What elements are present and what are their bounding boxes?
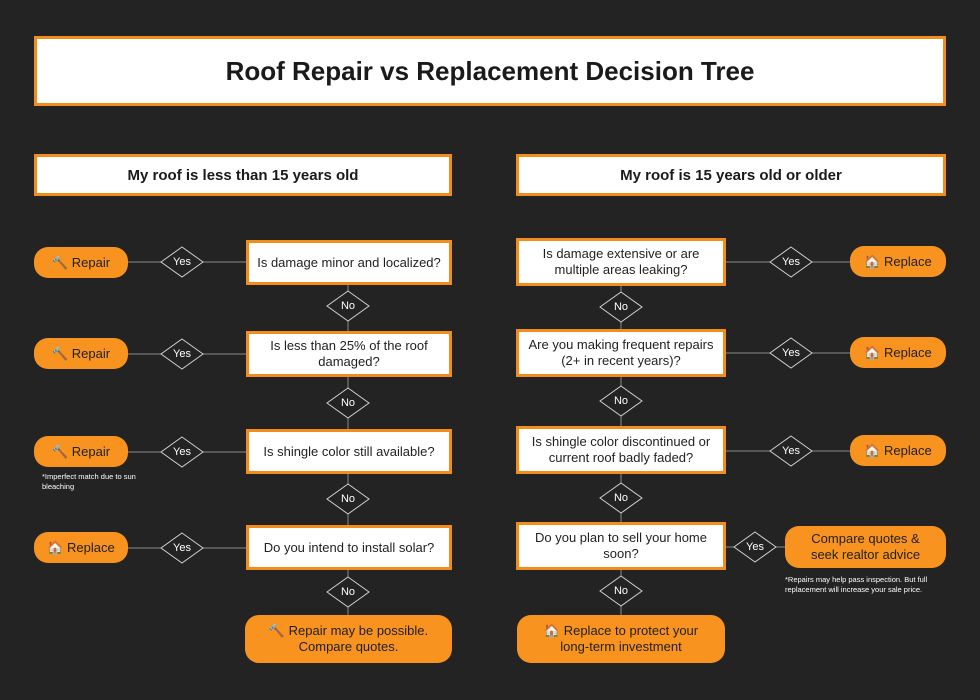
right-outcome-3: 🏠 Replace <box>850 435 946 466</box>
hammer-icon: 🔨 <box>51 443 69 459</box>
hammer-icon: 🔨 <box>51 345 69 361</box>
page-title: Roof Repair vs Replacement Decision Tree <box>34 36 946 106</box>
hammer-icon: 🔨 <box>268 623 286 638</box>
left-final-outcome: 🔨 Repair may be possible. Compare quotes… <box>245 615 452 663</box>
left-question-1: Is damage minor and localized? <box>246 240 452 285</box>
left-no-diamond-4 <box>326 576 370 608</box>
outcome-label: Replace <box>884 442 932 458</box>
left-column-header: My roof is less than 15 years old <box>34 154 452 196</box>
right-outcome-1: 🏠 Replace <box>850 246 946 277</box>
outcome-label: Repair <box>71 443 111 459</box>
left-yes-diamond-1 <box>160 246 204 278</box>
right-question-4: Do you plan to sell your home soon? <box>516 522 726 570</box>
house-icon: 🏠 <box>543 623 561 638</box>
left-yes-diamond-3-label: Yes <box>173 446 191 458</box>
outcome-label: Repair <box>71 345 111 361</box>
house-icon: 🏠 <box>47 539 64 555</box>
left-question-3: Is shingle color still available? <box>246 429 452 474</box>
right-question-2: Are you making frequent repairs (2+ in r… <box>516 329 726 377</box>
left-yes-diamond-4-label: Yes <box>173 542 191 554</box>
final-line-2: Compare quotes. <box>298 639 399 654</box>
right-yes-diamond-3 <box>769 435 813 467</box>
left-no-diamond-3 <box>326 483 370 515</box>
right-yes-diamond-3-label: Yes <box>782 445 800 457</box>
left-no-diamond-4-label: No <box>340 586 356 598</box>
right-footnote: *Repairs may help pass inspection. But f… <box>785 575 928 594</box>
left-footnote: *Imperfect match due to sun bleaching <box>42 472 136 491</box>
left-outcome-2: 🔨 Repair <box>34 338 128 369</box>
right-no-diamond-4-label: No <box>613 585 629 597</box>
right-no-diamond-4 <box>599 575 643 607</box>
house-icon: 🏠 <box>864 442 881 458</box>
left-yes-diamond-2-label: Yes <box>173 348 191 360</box>
right-yes-diamond-4-label: Yes <box>746 541 764 553</box>
left-yes-diamond-2 <box>160 338 204 370</box>
right-final-outcome: 🏠 Replace to protect your long-term inve… <box>517 615 725 663</box>
left-yes-diamond-4 <box>160 532 204 564</box>
left-question-4: Do you intend to install solar? <box>246 525 452 570</box>
house-icon: 🏠 <box>864 253 881 269</box>
right-no-diamond-2-label: No <box>613 395 629 407</box>
outcome-label: Repair <box>71 254 111 270</box>
right-yes-diamond-1 <box>769 246 813 278</box>
left-yes-diamond-3 <box>160 436 204 468</box>
left-no-diamond-2 <box>326 387 370 419</box>
left-no-diamond-3-label: No <box>340 493 356 505</box>
right-no-diamond-3 <box>599 482 643 514</box>
right-no-diamond-1 <box>599 291 643 323</box>
left-outcome-1: 🔨 Repair <box>34 247 128 278</box>
outcome-label: Replace <box>67 539 115 555</box>
right-no-diamond-3-label: No <box>613 492 629 504</box>
house-icon: 🏠 <box>864 344 881 360</box>
right-question-3: Is shingle color discontinued or current… <box>516 426 726 474</box>
final-line-2: long-term investment <box>560 639 682 654</box>
right-column-header: My roof is 15 years old or older <box>516 154 946 196</box>
right-no-diamond-1-label: No <box>613 301 629 313</box>
final-line-1: Repair may be possible. <box>288 623 429 638</box>
left-yes-diamond-1-label: Yes <box>173 256 191 268</box>
right-outcome-4: Compare quotes & seek realtor advice <box>785 526 946 568</box>
outcome-label: Replace <box>884 253 932 269</box>
outcome-label: Replace <box>884 344 932 360</box>
left-no-diamond-2-label: No <box>340 397 356 409</box>
final-line-1: Replace to protect your <box>563 623 699 638</box>
right-outcome-2: 🏠 Replace <box>850 337 946 368</box>
left-outcome-4: 🏠 Replace <box>34 532 128 563</box>
left-no-diamond-1-label: No <box>340 300 356 312</box>
left-question-2: Is less than 25% of the roof damaged? <box>246 331 452 377</box>
right-no-diamond-2 <box>599 385 643 417</box>
right-question-1: Is damage extensive or are multiple area… <box>516 238 726 286</box>
right-yes-diamond-4 <box>733 531 777 563</box>
left-outcome-3: 🔨 Repair <box>34 436 128 467</box>
left-no-diamond-1 <box>326 290 370 322</box>
outcome-label: Compare quotes & seek realtor advice <box>810 531 921 562</box>
right-yes-diamond-2 <box>769 337 813 369</box>
hammer-icon: 🔨 <box>51 254 69 270</box>
right-yes-diamond-1-label: Yes <box>782 256 800 268</box>
right-yes-diamond-2-label: Yes <box>782 347 800 359</box>
